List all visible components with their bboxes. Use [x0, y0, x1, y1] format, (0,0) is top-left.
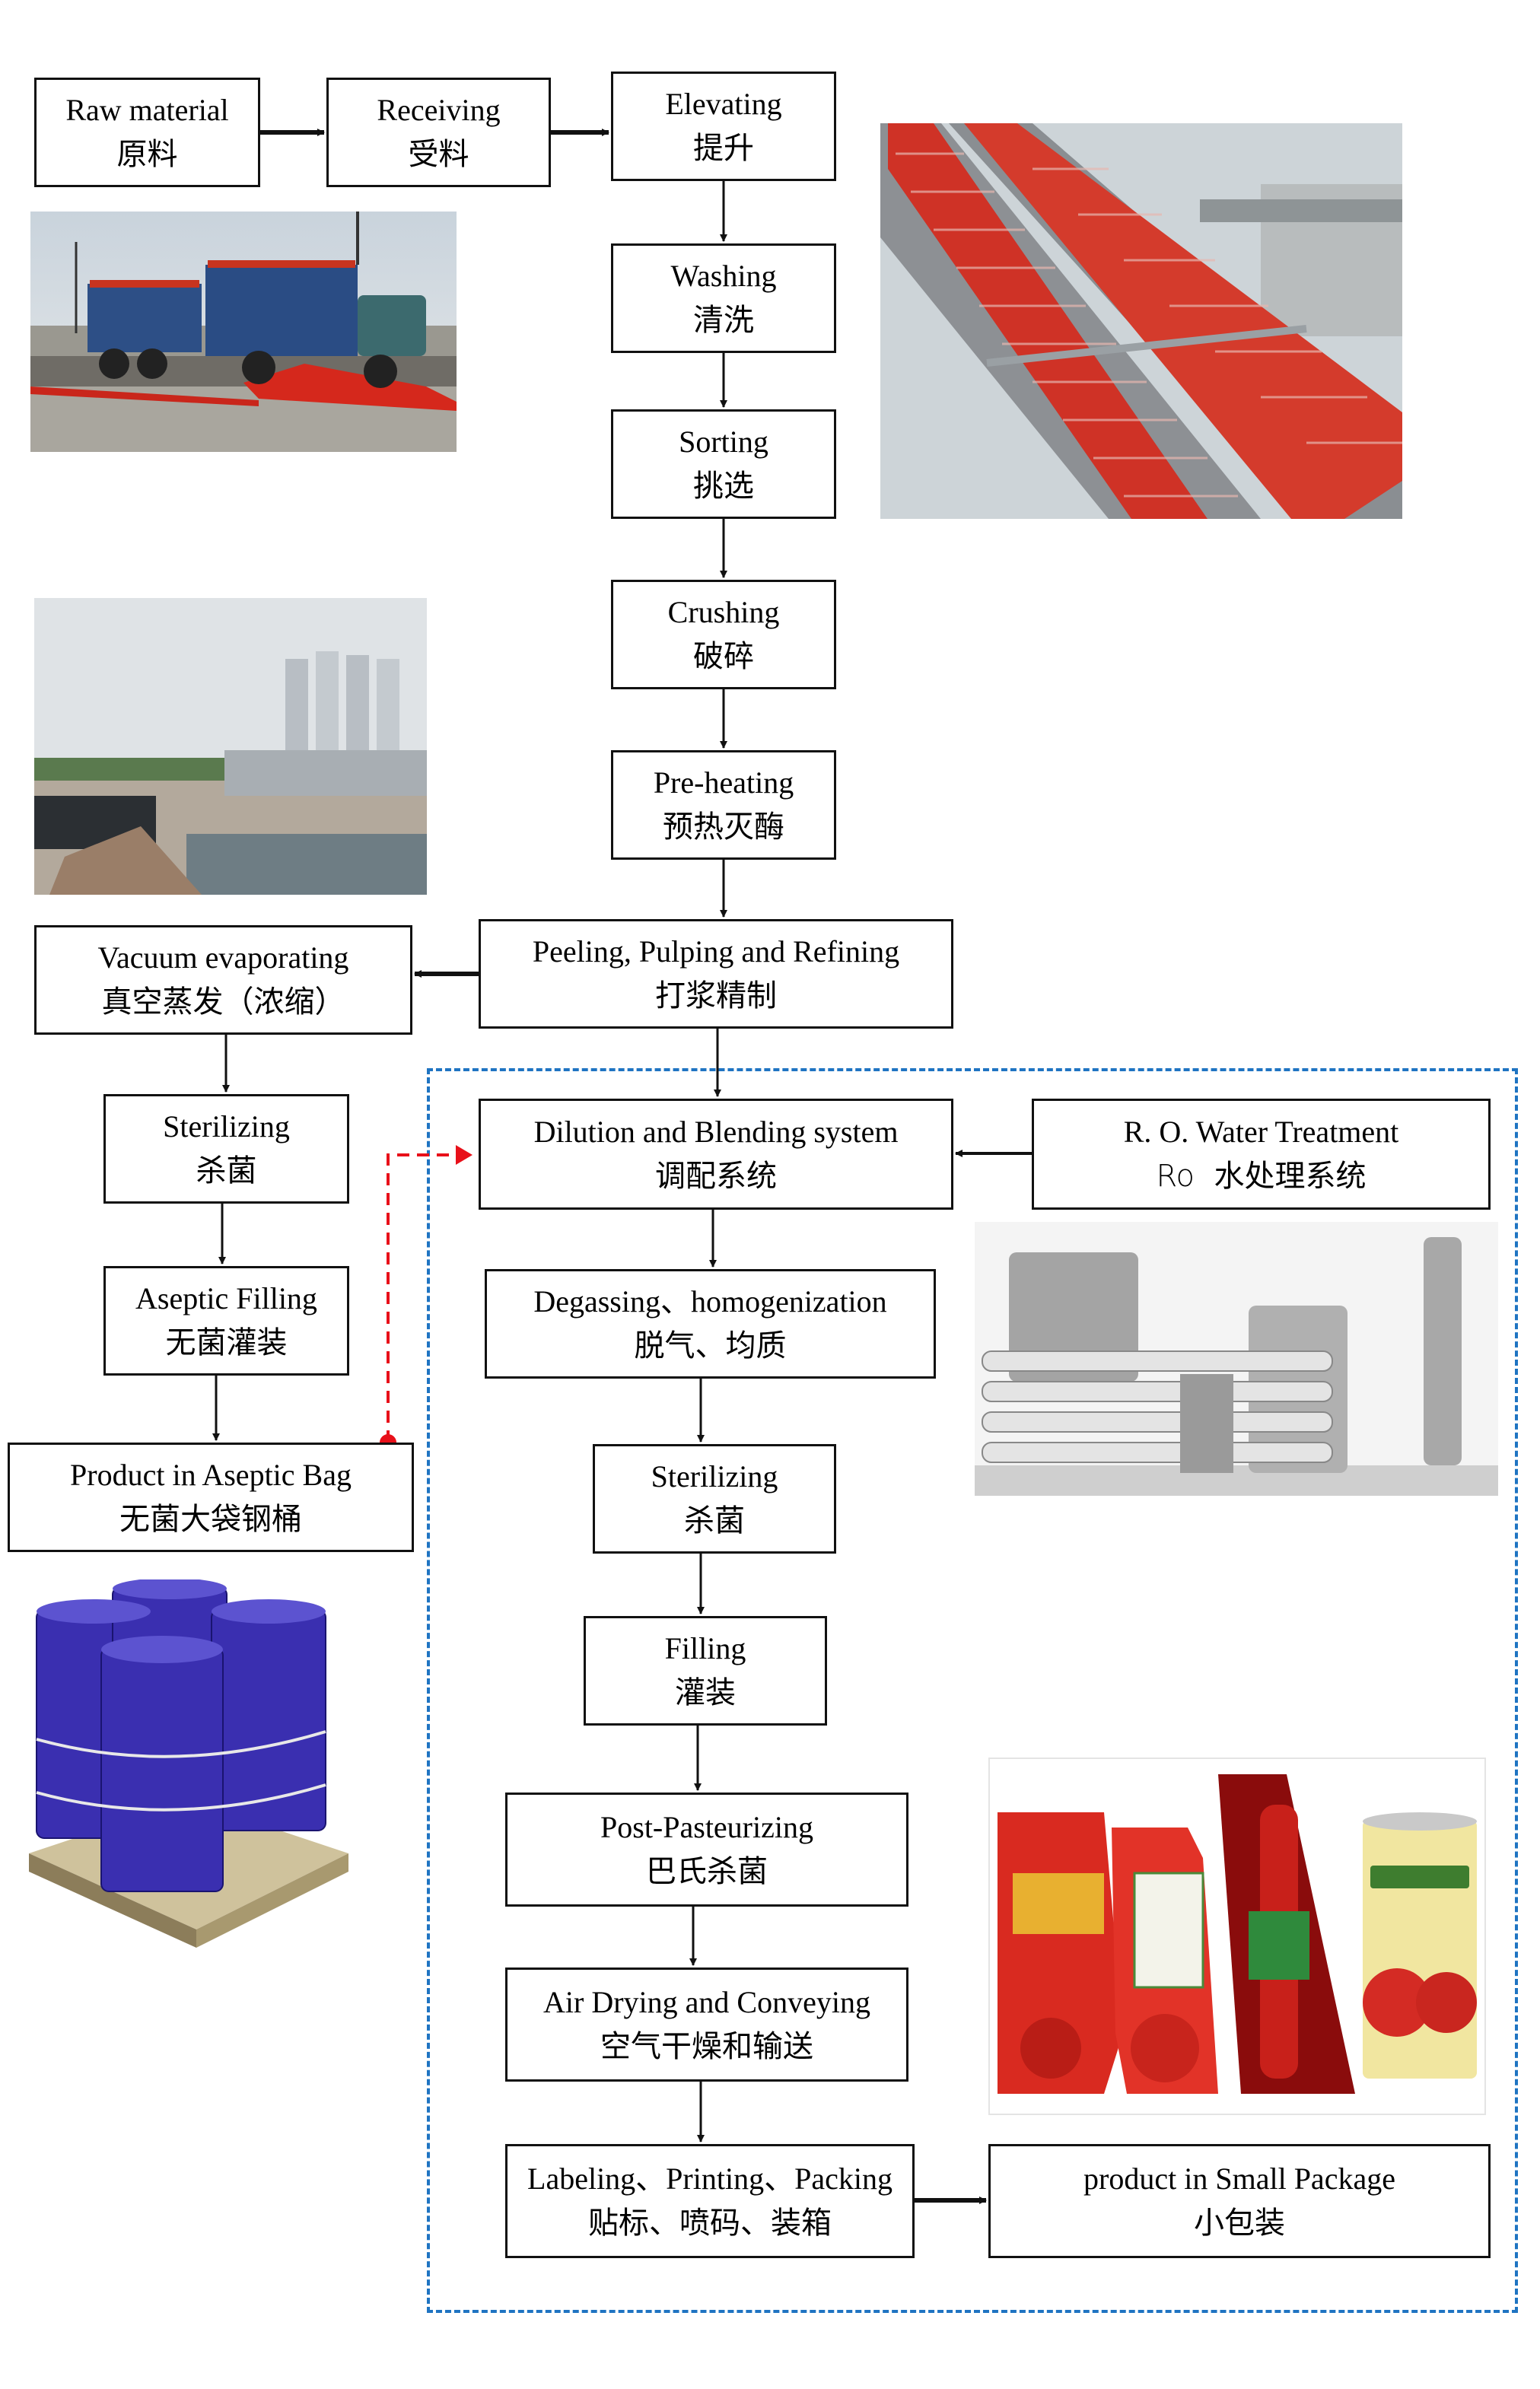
ro-water-treatment-photo	[975, 1222, 1498, 1496]
step-label-zh: 无菌大袋钢桶	[119, 1502, 302, 1537]
step-label-zh: 贴标、喷码、装箱	[588, 2206, 832, 2241]
ketchup-products-photo	[988, 1758, 1486, 2115]
step-air-drying-conveying: Air Drying and Conveying 空气干燥和输送	[505, 1968, 908, 2082]
step-preheating: Pre-heating 预热灭酶	[611, 750, 836, 860]
step-label-zh: 预热灭酶	[663, 810, 784, 845]
step-label-en: Crushing	[667, 595, 780, 629]
aseptic-drums-photo	[21, 1579, 356, 1948]
step-label-en: Elevating	[665, 87, 782, 121]
step-label-zh: 原料	[116, 137, 178, 172]
step-crushing: Crushing 破碎	[611, 580, 836, 689]
step-filling: Filling 灌装	[584, 1616, 827, 1726]
step-label-en: Labeling、Printing、Packing	[527, 2162, 892, 2196]
step-label-zh: 受料	[408, 137, 469, 172]
step-label-zh: 脱气、均质	[634, 1328, 787, 1363]
step-label-en: Air Drying and Conveying	[543, 1985, 870, 2019]
step-label-zh: 真空蒸发（浓缩）	[101, 985, 345, 1020]
step-elevating: Elevating 提升	[611, 72, 836, 181]
step-label-zh: Ro 水处理系统	[1156, 1159, 1367, 1194]
step-label-en: Raw material	[65, 93, 229, 127]
step-label-en: Sterilizing	[651, 1459, 778, 1494]
step-label-zh: 清洗	[693, 303, 754, 338]
step-raw-material: Raw material 原料	[34, 78, 260, 187]
tomato-truck-photo	[30, 212, 457, 452]
step-label-en: product in Small Package	[1083, 2162, 1395, 2196]
small-package-line-frame	[427, 1068, 1518, 2313]
step-label-en: R. O. Water Treatment	[1123, 1115, 1399, 1149]
step-label-zh: 提升	[693, 131, 754, 166]
step-label-zh: 灌装	[675, 1675, 736, 1710]
step-label-en: Receiving	[377, 93, 501, 127]
step-label-en: Sterilizing	[163, 1109, 290, 1144]
step-label-en: Product in Aseptic Bag	[70, 1458, 352, 1492]
step-label-en: Post-Pasteurizing	[600, 1810, 813, 1844]
step-receiving: Receiving 受料	[326, 78, 551, 187]
step-label-zh: 杀菌	[684, 1503, 745, 1538]
step-ro-water-treatment: R. O. Water Treatment Ro 水处理系统	[1032, 1099, 1491, 1210]
step-label-zh: 挑选	[693, 469, 754, 504]
step-sterilizing-small: Sterilizing 杀菌	[593, 1444, 836, 1554]
step-label-en: Sorting	[679, 425, 768, 459]
step-label-en: Aseptic Filling	[135, 1281, 317, 1315]
step-label-en: Peeling, Pulping and Refining	[532, 934, 900, 969]
tomato-elevator-conveyor-photo	[880, 123, 1402, 519]
step-label-zh: 打浆精制	[655, 978, 777, 1013]
step-label-zh: 无菌灌装	[165, 1325, 288, 1360]
step-label-en: Filling	[664, 1631, 746, 1665]
step-product-small-package: product in Small Package 小包装	[988, 2144, 1491, 2258]
step-labeling-printing-packing: Labeling、Printing、Packing 贴标、喷码、装箱	[505, 2144, 915, 2258]
step-peeling-pulping-refining: Peeling, Pulping and Refining 打浆精制	[479, 919, 953, 1029]
step-label-zh: 破碎	[693, 639, 754, 674]
step-label-zh: 调配系统	[655, 1159, 777, 1194]
step-sterilizing-bulk: Sterilizing 杀菌	[103, 1094, 349, 1204]
step-label-en: Vacuum evaporating	[97, 940, 349, 975]
step-label-zh: 小包装	[1194, 2206, 1285, 2241]
step-label-en: Washing	[670, 259, 777, 293]
step-sorting: Sorting 挑选	[611, 409, 836, 519]
step-degassing-homogenization: Degassing、homogenization 脱气、均质	[485, 1269, 936, 1379]
step-washing: Washing 清洗	[611, 243, 836, 353]
step-label-zh: 巴氏杀菌	[646, 1854, 768, 1889]
step-post-pasteurizing: Post-Pasteurizing 巴氏杀菌	[505, 1793, 908, 1907]
step-vacuum-evaporating: Vacuum evaporating 真空蒸发（浓缩）	[34, 925, 412, 1035]
step-label-zh: 杀菌	[196, 1153, 257, 1188]
step-label-en: Dilution and Blending system	[533, 1115, 899, 1149]
step-label-zh: 空气干燥和输送	[600, 2029, 813, 2064]
step-product-in-aseptic-bag: Product in Aseptic Bag 无菌大袋钢桶	[8, 1443, 414, 1552]
evaporator-plant-photo	[34, 598, 427, 895]
step-dilution-blending: Dilution and Blending system 调配系统	[479, 1099, 953, 1210]
step-aseptic-filling: Aseptic Filling 无菌灌装	[103, 1266, 349, 1376]
step-label-en: Pre-heating	[653, 765, 794, 800]
step-label-en: Degassing、homogenization	[533, 1284, 887, 1319]
